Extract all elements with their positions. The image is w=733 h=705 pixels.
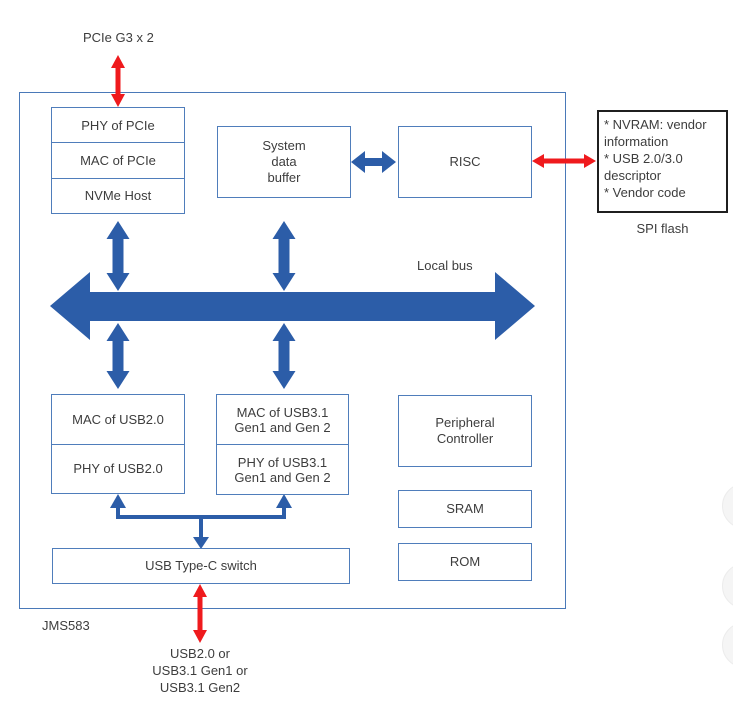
usb-external-arrow <box>193 584 207 643</box>
phy-to-switch-connector <box>116 506 286 539</box>
bus-arrow-bottom-left <box>106 323 130 389</box>
peripheral-controller-block: Peripheral Controller <box>398 395 532 467</box>
usb31-stack: MAC of USB3.1 Gen1 and Gen 2 PHY of USB3… <box>216 394 349 495</box>
connector-head-left <box>110 494 126 508</box>
rom-block: ROM <box>398 543 532 581</box>
mac-of-usb31-block: MAC of USB3.1 Gen1 and Gen 2 <box>234 404 331 435</box>
connector-head-down <box>193 537 209 549</box>
risc-block: RISC <box>398 126 532 198</box>
bus-arrow-top-left <box>106 221 130 291</box>
spi-flash-note: * NVRAM: vendor information <box>604 117 707 149</box>
pcie-external-arrow <box>111 55 125 107</box>
bus-arrow-bottom-right <box>272 323 296 389</box>
usb2-stack: MAC of USB2.0 PHY of USB2.0 <box>51 394 185 494</box>
nvme-host-block: NVMe Host <box>52 177 184 213</box>
pcie-nvme-stack: PHY of PCIe MAC of PCIe NVMe Host <box>51 107 185 214</box>
jms583-label: JMS583 <box>42 618 90 633</box>
system-data-buffer-block: System data buffer <box>217 126 351 198</box>
spi-flash-note: * Vendor code <box>604 185 686 200</box>
phy-of-usb2-block: PHY of USB2.0 <box>52 443 184 494</box>
local-bus-label: Local bus <box>417 258 473 273</box>
mac-of-pcie-block: MAC of PCIe <box>52 142 184 177</box>
buffer-risc-arrow <box>351 151 396 173</box>
sram-block: SRAM <box>398 490 532 528</box>
spi-flash-label: SPI flash <box>636 221 689 236</box>
spi-flash-arrow <box>532 154 596 168</box>
usb-typec-switch-block: USB Type-C switch <box>52 548 350 584</box>
local-bus-arrow <box>50 272 535 340</box>
mac-of-usb2-block: MAC of USB2.0 <box>72 411 164 427</box>
spi-flash-note: * USB 2.0/3.0 descriptor <box>604 151 683 183</box>
spi-flash-box: * NVRAM: vendor information * USB 2.0/3.… <box>597 110 728 213</box>
connector-head-right <box>276 494 292 508</box>
phy-of-pcie-block: PHY of PCIe <box>81 117 155 133</box>
bus-arrow-top-right <box>272 221 296 291</box>
usb-output-label: USB2.0 or USB3.1 Gen1 or USB3.1 Gen2 <box>152 646 248 695</box>
pcie-g3-label: PCIe G3 x 2 <box>83 30 154 45</box>
phy-of-usb31-block: PHY of USB3.1 Gen1 and Gen 2 <box>217 444 348 494</box>
